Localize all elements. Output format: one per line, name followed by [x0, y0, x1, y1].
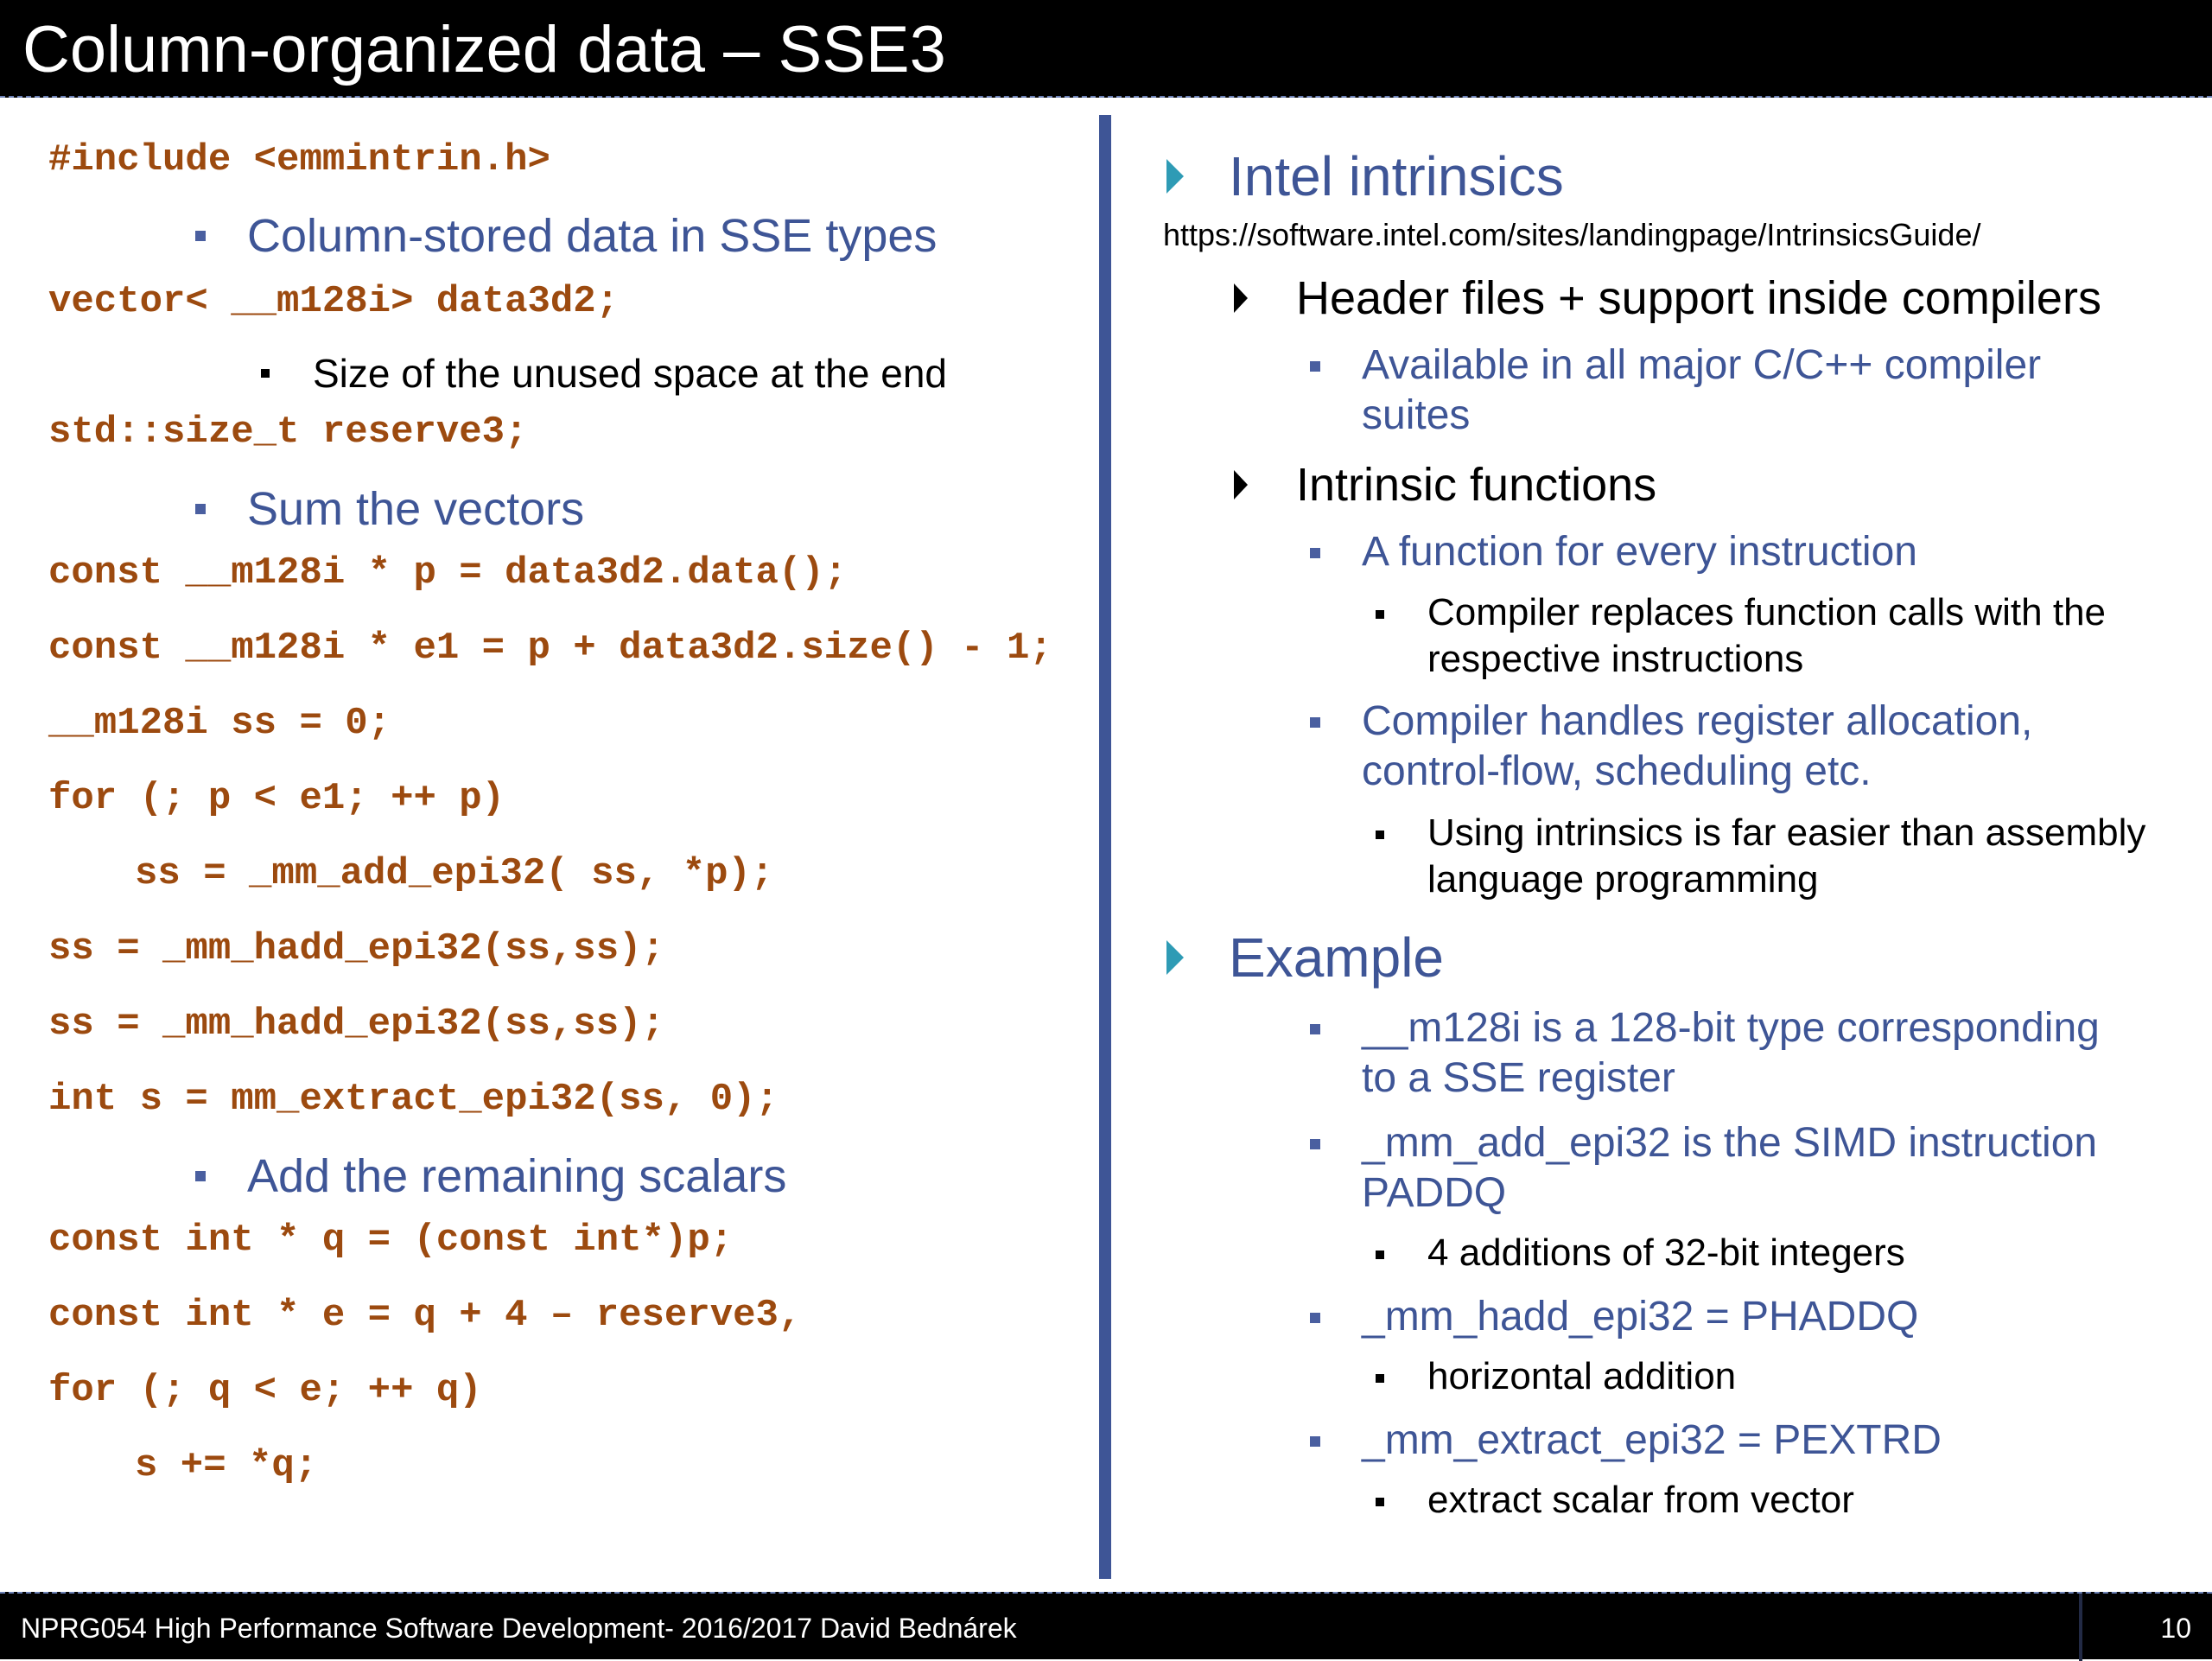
code-sum: s += *q; [135, 1444, 318, 1487]
bullet-line-1: __m128i is a 128-bit type corresponding [1362, 1005, 2100, 1051]
bullet-text: _mm_hadd_epi32 = PHADDQ [1362, 1294, 1919, 1340]
subbullet-text: extract scalar from vector [1427, 1479, 1854, 1521]
square-bullet-icon [195, 1171, 206, 1181]
square-bullet-icon [1376, 830, 1384, 839]
black-arrow-icon [1234, 470, 1248, 500]
subbullet-line-2: language programming [1427, 858, 1819, 901]
square-bullet-icon [261, 369, 270, 378]
sub-text: Intrinsic functions [1296, 459, 1657, 511]
footer-bar: NPRG054 High Performance Software Develo… [0, 1592, 2212, 1661]
square-bullet-icon [1376, 1374, 1384, 1383]
square-bullet-icon [1310, 1024, 1320, 1034]
code-vector: vector< __m128i> data3d2; [48, 280, 620, 323]
code-hadd-1: ss = _mm_hadd_epi32(ss,ss); [48, 927, 664, 971]
code-pointer-p: const __m128i * p = data3d2.data(); [48, 551, 848, 595]
code-pointer-q: const int * q = (const int*)p; [48, 1219, 734, 1262]
slide-title: Column-organized data – SSE3 [22, 13, 946, 86]
code-add-epi32: ss = _mm_add_epi32( ss, *p); [135, 852, 774, 895]
code-ss-init: __m128i ss = 0; [48, 702, 391, 745]
subbullet-line-1: Compiler replaces function calls with th… [1427, 591, 2107, 633]
square-bullet-icon [195, 231, 206, 241]
teal-arrow-icon [1166, 159, 1184, 194]
square-bullet-icon [1310, 548, 1320, 558]
bullet-line-1: Compiler handles register allocation, [1362, 698, 2033, 744]
square-bullet-icon [1376, 1251, 1384, 1259]
teal-arrow-icon [1166, 940, 1184, 975]
code-include: #include <emmintrin.h> [48, 138, 550, 181]
black-arrow-icon [1234, 283, 1248, 313]
bullet-text: Sum the vectors [247, 483, 585, 535]
code-for-loop-2: for (; q < e; ++ q) [48, 1369, 482, 1412]
page-number: 10 [2160, 1613, 2191, 1644]
footer-divider [2079, 1594, 2082, 1661]
subbullet-text: 4 additions of 32-bit integers [1427, 1231, 1905, 1274]
bullet-text: _mm_extract_epi32 = PEXTRD [1362, 1417, 1942, 1463]
square-bullet-icon [1310, 361, 1320, 372]
bullet-text: Column-stored data in SSE types [247, 210, 938, 262]
intrinsics-guide-url: https://software.intel.com/sites/landing… [1163, 217, 1981, 252]
code-extract: int s = mm_extract_epi32(ss, 0); [48, 1078, 779, 1121]
bullet-text: Add the remaining scalars [247, 1150, 787, 1202]
square-bullet-icon [1376, 1498, 1384, 1506]
bullet-line-2: to a SSE register [1362, 1055, 1675, 1101]
square-bullet-icon [1310, 1139, 1320, 1149]
subbullet-line-2: respective instructions [1427, 638, 1804, 680]
code-for-loop-1: for (; p < e1; ++ p) [48, 777, 505, 820]
subbullet-text: horizontal addition [1427, 1355, 1737, 1397]
bullet-line-2: control-flow, scheduling etc. [1362, 748, 1872, 794]
square-bullet-icon [1310, 717, 1320, 728]
column-divider [1099, 115, 1111, 1579]
code-reserve: std::size_t reserve3; [48, 410, 528, 454]
left-column: #include <emmintrin.h> Column-stored dat… [0, 0, 1097, 1590]
bullet-line-1: Available in all major C/C++ compiler [1362, 342, 2042, 388]
heading-text: Example [1229, 926, 1444, 989]
square-bullet-icon [195, 504, 206, 514]
title-bar: Column-organized data – SSE3 [0, 0, 2212, 98]
code-pointer-e: const int * e = q + 4 – reserve3, [48, 1294, 802, 1337]
heading-text: Intel intrinsics [1229, 145, 1564, 207]
bullet-line-2: suites [1362, 392, 1471, 438]
bullet-text: Size of the unused space at the end [313, 351, 947, 396]
sub-text: Header files + support inside compilers [1296, 272, 2101, 324]
square-bullet-icon [1310, 1313, 1320, 1323]
bullet-line-2: PADDQ [1362, 1170, 1507, 1216]
footer-course-info: NPRG054 High Performance Software Develo… [21, 1613, 1017, 1644]
square-bullet-icon [1310, 1436, 1320, 1447]
square-bullet-icon [1376, 610, 1384, 619]
code-pointer-e1: const __m128i * e1 = p + data3d2.size() … [48, 627, 1052, 670]
code-hadd-2: ss = _mm_hadd_epi32(ss,ss); [48, 1002, 664, 1046]
subbullet-line-1: Using intrinsics is far easier than asse… [1427, 811, 2146, 854]
bullet-text: A function for every instruction [1362, 529, 1917, 575]
bullet-line-1: _mm_add_epi32 is the SIMD instruction [1362, 1120, 2098, 1166]
